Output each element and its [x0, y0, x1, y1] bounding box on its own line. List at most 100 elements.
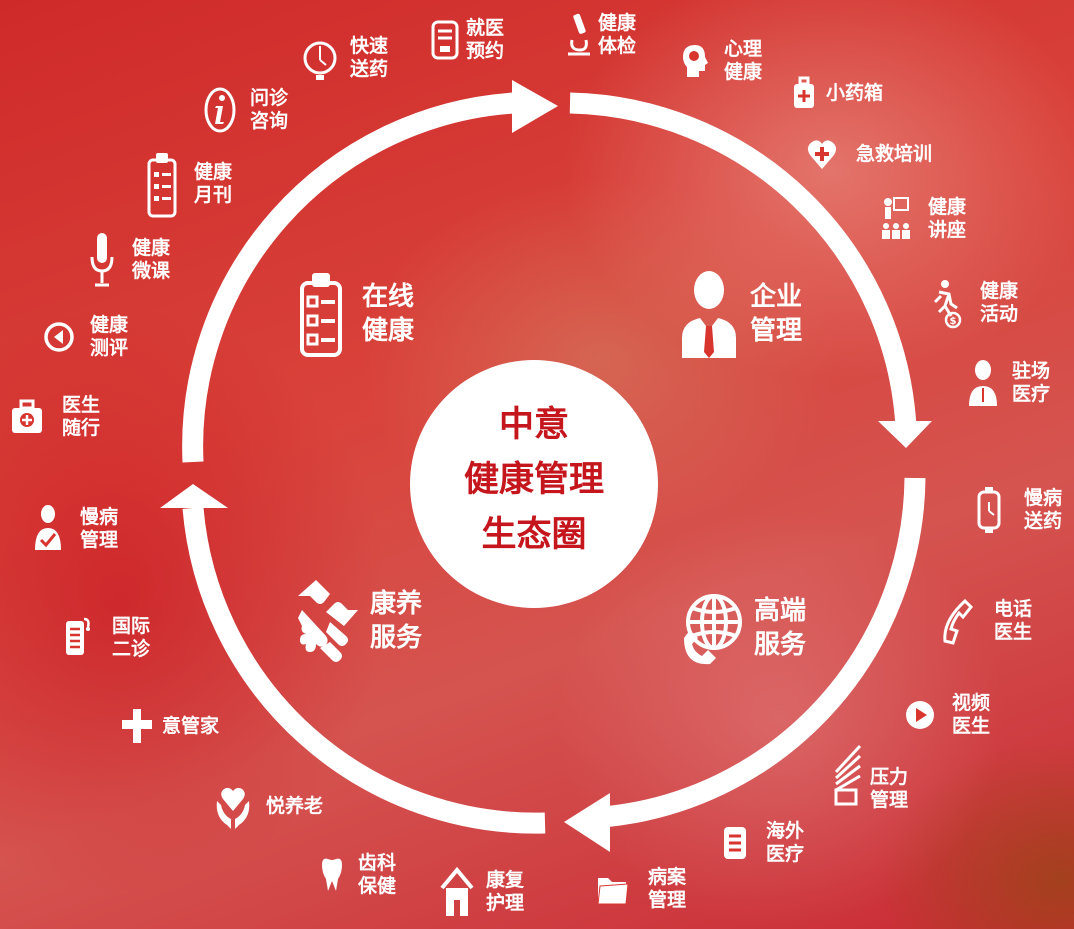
service-micro-course-line1: 健康 [132, 237, 171, 259]
service-phone-doctor-line1: 电话 [994, 598, 1033, 620]
service-appointment-line1: 就医 [466, 17, 505, 39]
service-chronic-delivery: 慢病 送药 [976, 486, 1062, 534]
service-video-doctor-line1: 视频 [952, 692, 991, 714]
service-consultation-line1: 问诊 [250, 87, 289, 109]
ring-arc-bottom-right [602, 477, 926, 828]
clipboard-checklist-icon [296, 266, 346, 362]
quadrant-premium: 高端 服务 [680, 586, 806, 670]
quadrant-premium-line1: 高端 [754, 596, 807, 626]
svg-text:$: $ [950, 316, 957, 327]
service-consultation: 问诊 咨询 [202, 82, 288, 138]
service-medkit: 小药箱 [792, 73, 883, 113]
center-title-line1: 中意 [498, 405, 569, 445]
ring-arc-bottom-left [182, 507, 546, 834]
service-onsite: 驻场 医疗 [968, 358, 1050, 408]
service-rehab-line1: 康复 [486, 869, 525, 891]
service-second-opinion-line2: 二诊 [112, 638, 151, 660]
quadrant-wellness: 康养 服务 [296, 576, 422, 666]
service-monthly: 健康 月刊 [146, 150, 232, 218]
service-activity: $ 健康 活动 [930, 276, 1018, 330]
quadrant-online: 在线 健康 [296, 266, 414, 362]
service-chronic-manage: 慢病 管理 [32, 502, 118, 556]
hands-heart-icon [212, 780, 254, 832]
service-overseas-line1: 海外 [766, 820, 805, 842]
service-overseas-line2: 医疗 [766, 843, 805, 865]
service-records: 病案 管理 [596, 866, 686, 912]
service-micro-course: 健康 微课 [88, 230, 170, 290]
info-icon [202, 82, 238, 138]
service-dental-line2: 保健 [358, 875, 397, 897]
play-icon [904, 695, 936, 735]
service-lecture-line2: 讲座 [928, 219, 967, 241]
quadrant-wellness-line2: 服务 [370, 623, 423, 653]
service-video-doctor: 视频 医生 [904, 692, 990, 738]
quadrant-enterprise: 企业 管理 [680, 268, 802, 360]
head-brain-icon [680, 38, 710, 84]
service-elderly-line1: 悦养老 [266, 794, 324, 817]
card-icon [430, 16, 460, 64]
quadrant-enterprise-line1: 企业 [750, 282, 803, 312]
service-records-line2: 管理 [648, 889, 687, 911]
service-video-doctor-line2: 医生 [952, 715, 991, 737]
arrow-head-bottom [564, 793, 610, 852]
service-lecture: 健康 讲座 [880, 192, 966, 246]
phone-icon [940, 596, 974, 646]
service-assessment: 健康 测评 [42, 314, 128, 360]
signal-icon [832, 742, 862, 808]
arrow-head-right [878, 421, 932, 448]
handshake-icon [296, 576, 360, 666]
service-chronic-manage-line2: 管理 [80, 529, 119, 551]
service-doctor-escort-line1: 医生 [62, 394, 101, 416]
service-elderly: 悦养老 [212, 780, 323, 832]
house-icon [440, 866, 474, 918]
service-assessment-line2: 测评 [90, 337, 129, 359]
first-aid-box-icon [10, 392, 44, 442]
quadrant-online-line1: 在线 [362, 282, 415, 312]
service-second-opinion: 国际 二诊 [64, 612, 150, 664]
compass-icon [42, 314, 76, 360]
service-phone-doctor: 电话 医生 [940, 596, 1032, 646]
service-chronic-manage-line1: 慢病 [80, 506, 119, 528]
center-title: 中意 健康管理 生态圈 [430, 398, 638, 563]
service-chronic-delivery-line1: 慢病 [1024, 487, 1063, 509]
ring-arc-top-left [182, 92, 515, 463]
service-appointment: 就医 预约 [430, 16, 504, 64]
service-dental-line1: 齿科 [358, 852, 397, 874]
arrow-head-top [512, 80, 558, 133]
service-medkit-line1: 小药箱 [826, 81, 884, 104]
tooth-icon [318, 852, 346, 898]
service-onsite-line1: 驻场 [1012, 360, 1051, 382]
service-mental: 心理 健康 [680, 38, 762, 84]
service-lecture-line1: 健康 [928, 196, 967, 218]
service-mental-line1: 心理 [724, 38, 763, 60]
service-checkup: 健康 体检 [566, 10, 636, 60]
service-records-line1: 病案 [648, 866, 687, 888]
running-icon: $ [930, 276, 964, 330]
folder-icon [596, 869, 630, 909]
person-check-icon [32, 502, 64, 556]
service-assessment-line1: 健康 [90, 314, 129, 336]
service-butler: 意管家 [120, 706, 219, 746]
service-delivery-line2: 送药 [350, 58, 389, 80]
service-dental: 齿科 保健 [318, 852, 396, 898]
quadrant-online-line2: 健康 [362, 316, 415, 346]
center-circle [410, 360, 658, 608]
report-icon [64, 612, 92, 664]
quadrant-wellness-line1: 康养 [370, 589, 423, 619]
quadrant-premium-line2: 服务 [754, 630, 807, 660]
clipboard-icon [146, 150, 178, 218]
service-doctor-escort-line2: 随行 [62, 417, 101, 439]
service-stress-line1: 压力 [870, 766, 909, 788]
medkit-icon [792, 73, 816, 113]
service-doctor-escort: 医生 随行 [10, 392, 100, 442]
service-onsite-line2: 医疗 [1012, 383, 1051, 405]
service-chronic-delivery-line2: 送药 [1024, 510, 1063, 532]
businessman-icon [680, 268, 738, 360]
ring-arc-top-right [569, 92, 917, 428]
doctor-person-icon [968, 358, 998, 408]
service-butler-line1: 意管家 [162, 714, 220, 737]
service-appointment-line2: 预约 [466, 40, 505, 62]
service-monthly-line2: 月刊 [194, 184, 233, 206]
watch-icon [976, 486, 1002, 534]
